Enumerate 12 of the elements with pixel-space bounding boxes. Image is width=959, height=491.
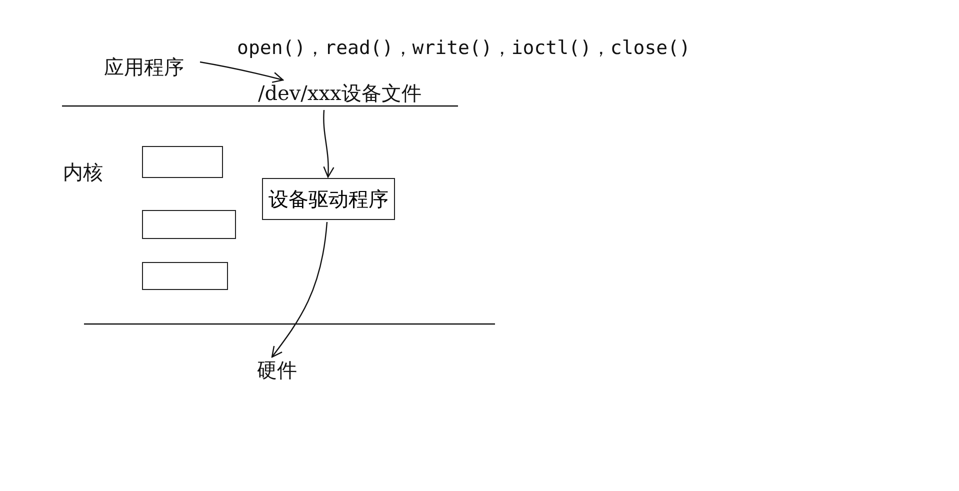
arrow: [200, 61, 284, 83]
arrow: [271, 222, 328, 358]
empty-box: [142, 146, 223, 178]
process-box: 设备驱动程序: [262, 178, 395, 220]
arrow: [322, 110, 334, 178]
function-list: open()，read()，write()，ioctl()，close(): [237, 36, 690, 60]
node-text: /dev/xxx设备文件: [258, 81, 422, 105]
node-text: 应用程序: [104, 55, 184, 79]
region-label: 内核: [63, 160, 103, 184]
empty-box: [142, 262, 228, 290]
node-text: 硬件: [257, 358, 297, 382]
empty-box: [142, 210, 236, 239]
